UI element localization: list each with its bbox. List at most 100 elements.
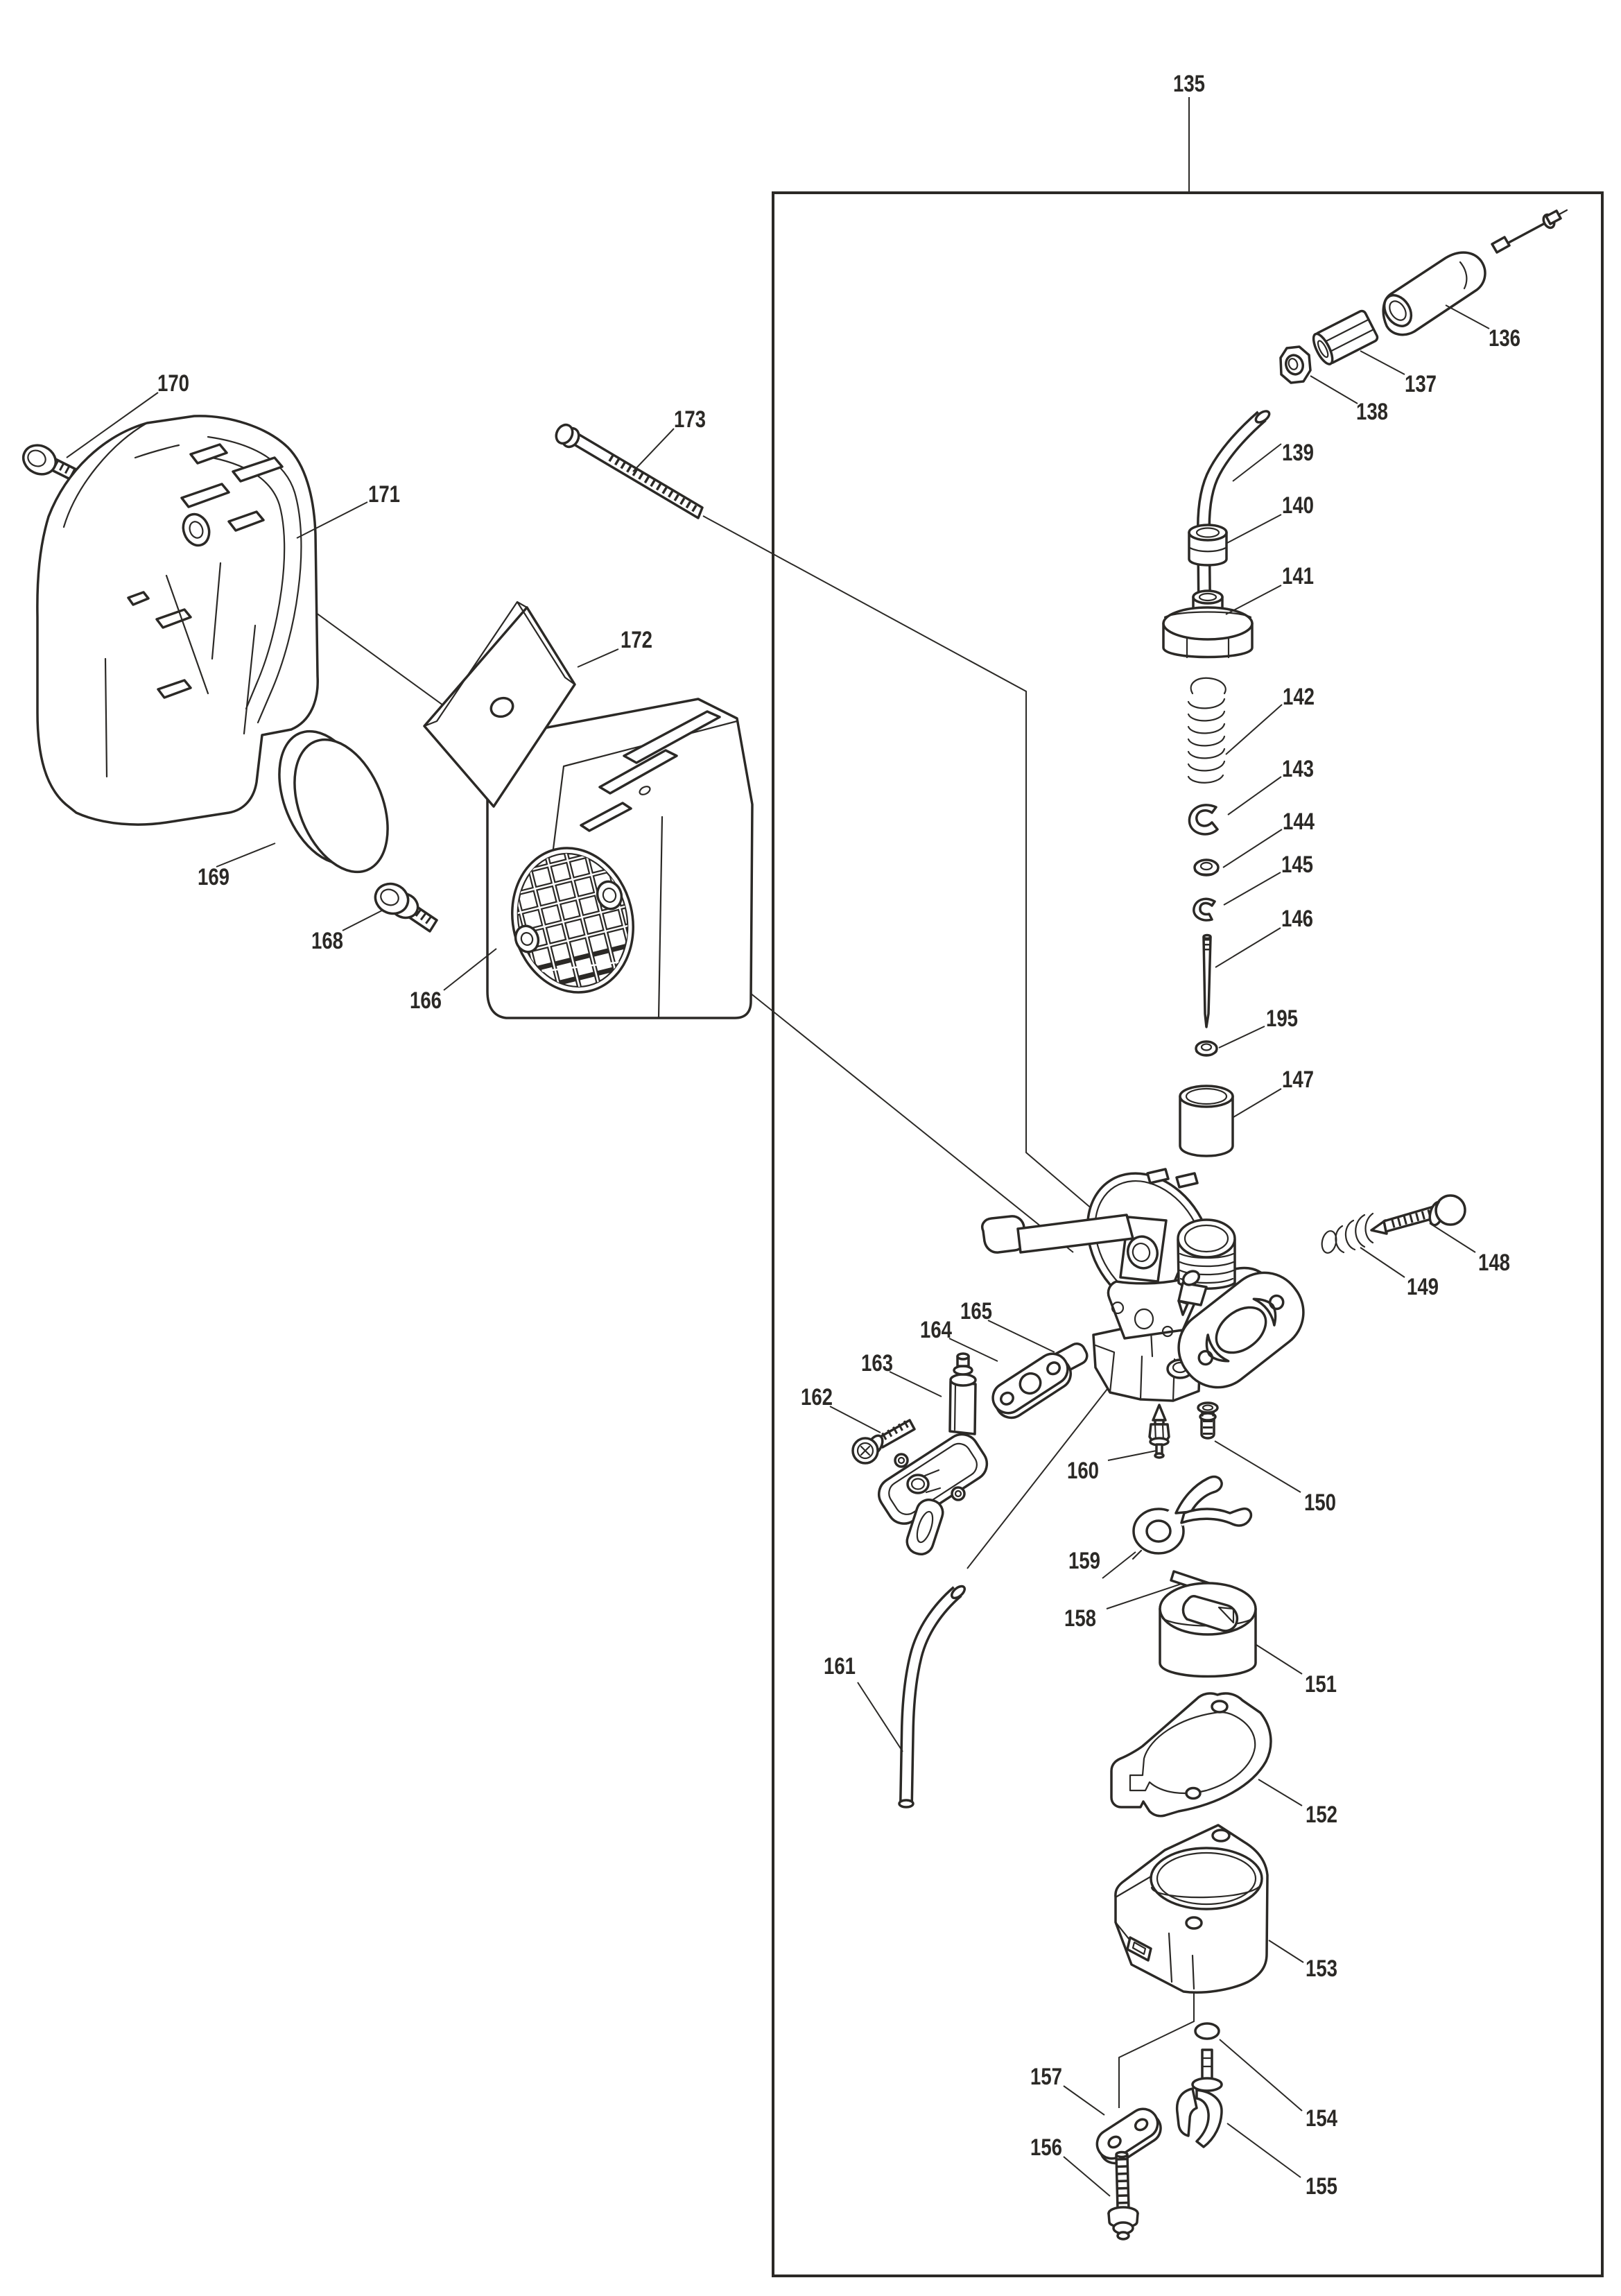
- part-label-169: 169: [198, 864, 229, 890]
- leader-line-138: [1310, 375, 1358, 404]
- leader-line-157: [1063, 2085, 1105, 2116]
- leader-line-168: [342, 909, 384, 931]
- leader-line-146: [1215, 927, 1281, 968]
- part-label-145: 145: [1281, 852, 1313, 878]
- plate-157: [1095, 2107, 1162, 2165]
- leader-line-170: [66, 392, 159, 458]
- o-ring-195: [1195, 1040, 1218, 1057]
- part-label-154: 154: [1306, 2105, 1337, 2132]
- leader-line-147: [1233, 1088, 1282, 1118]
- vent-slot: [580, 802, 632, 832]
- fuel-strainer-136: [1382, 209, 1568, 336]
- bushing-140: [1188, 524, 1228, 567]
- nut-138: [1279, 345, 1312, 384]
- part-label-161: 161: [824, 1653, 856, 1680]
- needle-146: [1202, 933, 1212, 1028]
- gasket-152: [1110, 1692, 1272, 1818]
- cover-grommet-hole: [182, 512, 211, 547]
- part-label-135: 135: [1173, 71, 1205, 97]
- spring-clip-159: [1132, 1475, 1253, 1560]
- part-label-144: 144: [1283, 809, 1315, 835]
- float-bowl-153: [1114, 1824, 1269, 1994]
- screw-150: [1197, 1401, 1219, 1440]
- part-label-139: 139: [1282, 440, 1314, 466]
- cup-147: [1179, 1085, 1234, 1157]
- leader-line-162: [829, 1406, 881, 1433]
- gasket-164: [991, 1352, 1072, 1419]
- part-label-172: 172: [621, 627, 652, 653]
- screw-148: [1370, 1194, 1466, 1235]
- part-label-159: 159: [1068, 1548, 1100, 1574]
- part-label-136: 136: [1489, 325, 1520, 352]
- part-label-149: 149: [1407, 1274, 1439, 1300]
- assembly-box-135: [772, 191, 1604, 2277]
- sponge-filter-169: [278, 730, 389, 874]
- part-label-162: 162: [801, 1384, 833, 1410]
- leader-line-142: [1225, 704, 1283, 755]
- leader-line-154: [1219, 2039, 1303, 2112]
- part-label-168: 168: [311, 928, 343, 954]
- part-label-170: 170: [157, 370, 189, 397]
- leader-line-158: [1106, 1583, 1182, 1609]
- leader-line-148: [1429, 1223, 1476, 1253]
- part-label-166: 166: [410, 987, 442, 1014]
- part-label-146: 146: [1281, 906, 1313, 932]
- screw-162: [851, 1419, 916, 1465]
- o-ring-154: [1194, 2022, 1220, 2040]
- fuel-pipe-161: [898, 1585, 966, 1809]
- part-label-173: 173: [674, 406, 706, 433]
- leader-line-150: [1214, 1440, 1301, 1493]
- part-label-156: 156: [1030, 2134, 1062, 2161]
- leader-line-151: [1256, 1644, 1303, 1675]
- filter-element-172: [423, 601, 576, 808]
- leader-line-195: [1218, 1026, 1265, 1048]
- leader-line-166: [443, 948, 497, 991]
- clip-143: [1188, 804, 1219, 836]
- float-151: [1159, 1582, 1257, 1678]
- part-label-138: 138: [1356, 399, 1388, 425]
- leader-line-155: [1226, 2123, 1301, 2178]
- part-label-140: 140: [1282, 492, 1314, 519]
- part-label-195: 195: [1266, 1005, 1298, 1032]
- part-label-137: 137: [1405, 371, 1437, 397]
- needle-valve-160: [1148, 1404, 1170, 1459]
- primer-pump-cap-141: [1162, 589, 1254, 659]
- fuel-cock-163: [877, 1352, 989, 1555]
- part-label-151: 151: [1305, 1671, 1337, 1698]
- leader-line-153: [1268, 1940, 1304, 1963]
- part-label-152: 152: [1306, 1802, 1337, 1828]
- leader-line-139: [1232, 443, 1282, 482]
- leader-line-152: [1258, 1779, 1303, 1806]
- leader-line-140: [1225, 514, 1282, 544]
- part-label-155: 155: [1306, 2173, 1337, 2200]
- part-labels: 1351361371381391401411421431441451461951…: [66, 71, 1520, 2200]
- part-label-143: 143: [1282, 756, 1314, 782]
- leader-line-149: [1360, 1247, 1405, 1278]
- part-label-147: 147: [1282, 1067, 1314, 1093]
- part-label-157: 157: [1030, 2064, 1062, 2090]
- leader-line-171: [296, 501, 368, 539]
- part-label-141: 141: [1282, 563, 1314, 589]
- leader-line-141: [1225, 585, 1282, 615]
- leader-line-173: [632, 428, 675, 472]
- leader-line-160: [1107, 1450, 1157, 1461]
- air-cleaner-base-166: [486, 698, 754, 1019]
- e-ring-145: [1193, 897, 1216, 922]
- leader-line-169: [216, 843, 276, 868]
- leader-line-165: [987, 1320, 1055, 1353]
- leader-line-156: [1063, 2156, 1111, 2197]
- bolt-173: [555, 423, 704, 519]
- assembly-line-float-bowl-drain: [1118, 1989, 1195, 2108]
- leader-line-144: [1222, 829, 1283, 868]
- part-label-171: 171: [368, 481, 400, 508]
- part-label-163: 163: [861, 1350, 893, 1376]
- part-label-164: 164: [920, 1317, 952, 1343]
- sleeve-137: [1312, 309, 1379, 365]
- inlet-valve-155: [1175, 2048, 1223, 2148]
- spring-142: [1187, 677, 1226, 784]
- assembly-line-base-166-to-carburetor: [749, 992, 1074, 1253]
- assembly-line-bolt-173-axis: [702, 515, 1094, 1211]
- part-label-153: 153: [1306, 1956, 1337, 1982]
